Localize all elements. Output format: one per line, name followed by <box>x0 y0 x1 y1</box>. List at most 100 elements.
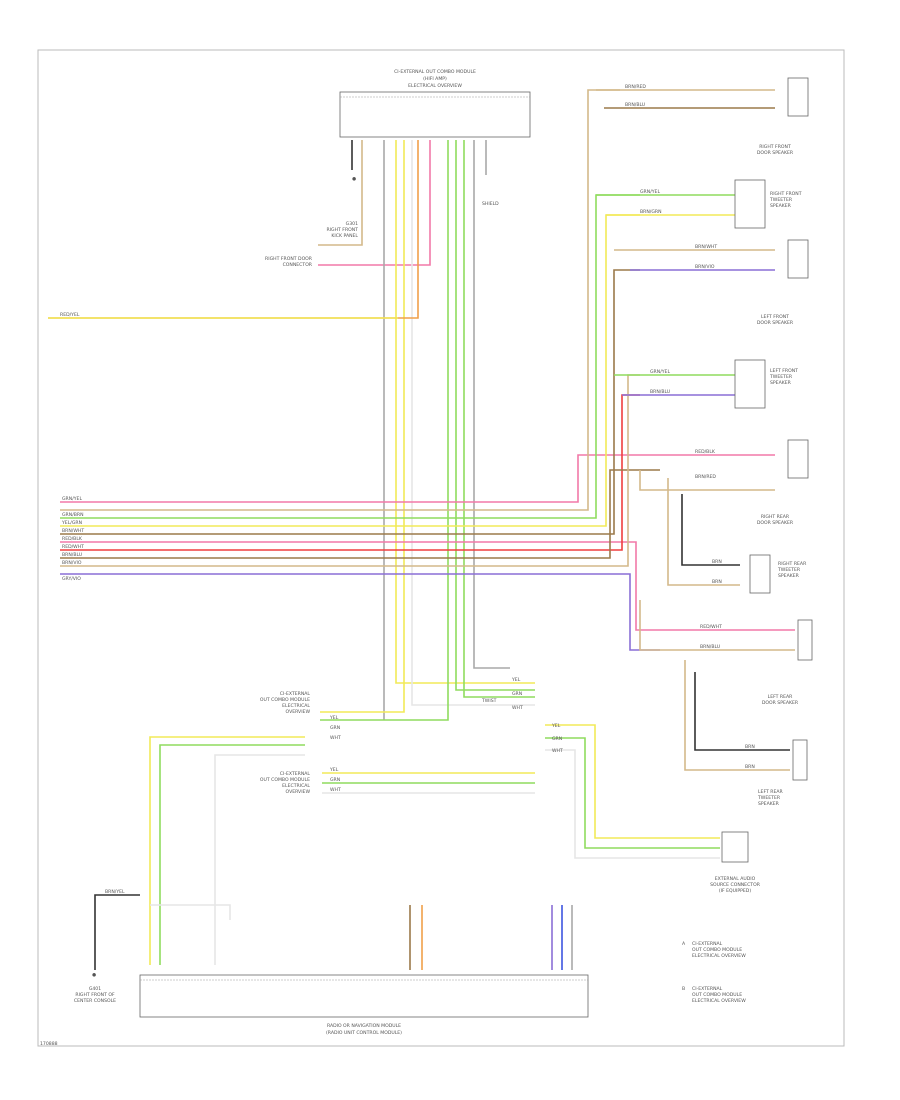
left-rear-tweeter[interactable]: BRN BRN LEFT REAR TWEETER SPEAKER <box>684 660 808 807</box>
gateway-b[interactable]: CI-EXTERNAL OUT COMBO MODULE ELECTRICAL … <box>260 767 535 795</box>
radio-feed-wires <box>149 736 305 965</box>
left-front-tweeter[interactable]: GRN/YEL BRN/BLU LEFT FRONT TWEETER SPEAK… <box>614 359 798 409</box>
bus-wire-1 <box>60 454 660 503</box>
wire-top-tan <box>318 140 363 246</box>
lr-spk-label-1: RED/WHT <box>700 624 722 630</box>
bus-wire-8 <box>60 469 660 559</box>
ext-label-1: YEL <box>551 723 561 729</box>
gateway-a-line-1: CI-EXTERNAL <box>280 691 311 697</box>
radio-wire-shield <box>150 904 231 920</box>
top-module-line-3: ELECTRICAL OVERVIEW <box>408 83 462 89</box>
bus-label-9: GRY/VIO <box>62 576 81 582</box>
right-rear-speaker[interactable]: RED/BLK BRN/RED RIGHT REAR DOOR SPEAKER <box>639 439 809 526</box>
rf-spk-label-1: BRN/RED <box>625 84 646 90</box>
lr-tw-wire-1 <box>684 660 790 771</box>
wire-top-pink <box>318 140 431 266</box>
lf-spk-label-2: BRN/VIO <box>695 264 715 270</box>
lr-spk-box <box>797 619 813 661</box>
ground-left-wire <box>94 894 140 970</box>
gateway-a-label-2: GRN <box>330 725 340 731</box>
radio-wires <box>150 904 573 970</box>
rf-tw-line-2: TWEETER <box>769 197 793 203</box>
ground-top-line-2: RIGHT FRONT <box>326 227 358 233</box>
bus-wire-4 <box>60 214 640 527</box>
ext-box <box>721 831 749 863</box>
legend-b-line-3: ELECTRICAL OVERVIEW <box>692 998 746 1004</box>
ground-top-pin: ● <box>352 177 356 182</box>
bus-label-1: GRN/YEL <box>62 496 82 502</box>
lr-spk-line-1: LEFT REAR <box>768 694 794 700</box>
lf-spk-label-1: BRN/WHT <box>695 244 717 250</box>
lr-tw-label-1: BRN <box>745 744 755 750</box>
top-module[interactable]: CI-EXTERNAL OUT COMBO MODULE (HIFI AMP) … <box>339 69 531 138</box>
center-bus-label-2: GRN <box>512 691 522 697</box>
lf-spk-line-2: DOOR SPEAKER <box>757 320 794 326</box>
rr-spk-label-2: BRN/RED <box>695 474 716 480</box>
bus-wire-6 <box>60 541 660 631</box>
gateway-a-line-3: ELECTRICAL <box>282 703 310 709</box>
top-module-line-1: CI-EXTERNAL OUT COMBO MODULE <box>394 69 476 75</box>
ground-left-line-2: RIGHT FRONT OF <box>75 992 115 998</box>
gateway-b-line-4: OVERVIEW <box>286 789 311 795</box>
legend-a-line-2: OUT COMBO MODULE <box>692 947 742 953</box>
rr-tw-box <box>749 554 771 594</box>
ground-left-line-1: G401 <box>89 986 101 992</box>
ext-wire-3 <box>545 749 720 859</box>
radio-module[interactable]: RADIO OR NAVIGATION MODULE (RADIO UNIT C… <box>139 974 589 1036</box>
center-bus-shield: TWIST <box>481 698 497 704</box>
rf-tw-label-1: GRN/YEL <box>640 189 660 195</box>
lr-tw-line-1: LEFT REAR <box>758 789 784 795</box>
center-bus-label-1: YEL <box>511 677 521 683</box>
legend-b-mark: B <box>682 986 685 992</box>
bus-label-7: BRN/BLU <box>62 552 82 558</box>
lr-spk-wire-2 <box>639 600 795 651</box>
lr-tw-line-3: SPEAKER <box>758 801 780 807</box>
right-front-speaker[interactable]: BRN/RED BRN/BLU RIGHT FRONT DOOR SPEAKER <box>596 77 809 156</box>
rr-spk-line-1: RIGHT REAR <box>761 514 790 520</box>
radio-feed-green <box>159 744 305 965</box>
top-module-line-2: (HIFI AMP) <box>423 76 447 82</box>
gateway-b-line-1: CI-EXTERNAL <box>280 771 311 777</box>
legend-a-line-1: CI-EXTERNAL <box>692 941 723 947</box>
label-shield: SHIELD <box>482 201 499 207</box>
lr-spk-line-2: DOOR SPEAKER <box>762 700 799 706</box>
radio-feed-white <box>214 754 305 965</box>
rr-tw-line-2: TWEETER <box>777 567 801 573</box>
ground-top: ● G301 RIGHT FRONT KICK PANEL RIGHT FRON… <box>265 177 499 268</box>
rf-spk-line-1: RIGHT FRONT <box>759 144 791 150</box>
radio-module-box <box>139 974 589 1018</box>
left-front-speaker[interactable]: BRN/WHT BRN/VIO LEFT FRONT DOOR SPEAKER <box>614 239 809 326</box>
ground-left-line-3: CENTER CONSOLE <box>74 998 116 1004</box>
legend-a-line-3: ELECTRICAL OVERVIEW <box>692 953 746 959</box>
bus-label-4: BRN/WHT <box>62 528 84 534</box>
gateway-b-label-3: WHT <box>330 787 341 793</box>
gateway-a[interactable]: CI-EXTERNAL OUT COMBO MODULE ELECTRICAL … <box>260 691 341 741</box>
legend-b-line-2: OUT COMBO MODULE <box>692 992 742 998</box>
lr-tw-label-2: BRN <box>745 764 755 770</box>
center-bus-label-3: WHT <box>512 705 523 711</box>
lr-spk-label-2: BRN/BLU <box>700 644 720 650</box>
top-module-box <box>339 91 531 138</box>
rf-tw-label-2: BRN/GRN <box>640 209 662 215</box>
ground-top-line-3: KICK PANEL <box>331 233 358 239</box>
lr-tw-wire-2 <box>694 672 790 751</box>
right-front-tweeter[interactable]: GRN/YEL BRN/GRN RIGHT FRONT TWEETER SPEA… <box>596 179 802 229</box>
ext-wire-2 <box>545 737 720 849</box>
bus-label-6: RED/WHT <box>62 544 84 550</box>
diagram-frame <box>37 49 845 1047</box>
left-rear-speaker[interactable]: RED/WHT BRN/BLU LEFT REAR DOOR SPEAKER <box>639 600 813 706</box>
bus-wire-5 <box>60 269 640 535</box>
rr-tw-label-2: BRN <box>712 579 722 585</box>
rr-spk-line-2: DOOR SPEAKER <box>757 520 794 526</box>
external-audio[interactable]: YEL GRN WHT EXTERNAL AUDIO SOURCE CONNEC… <box>545 723 761 894</box>
splice-top-line-2: CONNECTOR <box>283 262 313 268</box>
bus-label-2: GRN/BRN <box>62 512 84 518</box>
lr-tw-box <box>792 739 808 781</box>
right-rear-tweeter[interactable]: BRN BRN RIGHT REAR TWEETER SPEAKER <box>667 478 807 594</box>
gateway-a-line-2: OUT COMBO MODULE <box>260 697 310 703</box>
ground-left-pin: ● <box>92 973 96 978</box>
footer-code: 170888 <box>40 1041 58 1047</box>
lf-tw-line-2: TWEETER <box>769 374 793 380</box>
rr-spk-label-1: RED/BLK <box>695 449 716 455</box>
gateway-b-line-2: OUT COMBO MODULE <box>260 777 310 783</box>
